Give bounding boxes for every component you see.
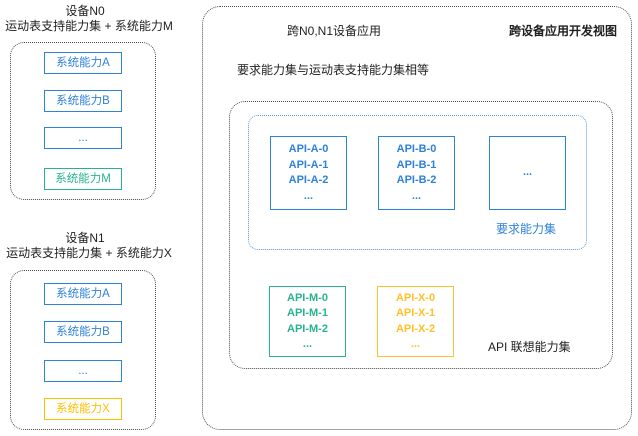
api-union-capability-set-label: API 联想能力集 xyxy=(488,340,571,354)
device-n1-capability-set-box: 系统能力A 系统能力B ... 系统能力X xyxy=(10,270,156,430)
capability-equivalence-note: 要求能力集与运动表支持能力集相等 xyxy=(237,63,430,77)
device-n1-syscap-ellipsis: ... xyxy=(44,360,122,382)
api-group-m: API-M-0 API-M-1 API-M-2 ... xyxy=(269,286,346,357)
device-n0-syscap-ellipsis: ... xyxy=(44,127,122,149)
dev-view-title: 跨设备应用开发视图 xyxy=(508,24,617,38)
api-m-0: API-M-0 xyxy=(287,291,328,304)
device-n0-capability-set-box: 系统能力A 系统能力B ... 系统能力M xyxy=(10,42,156,200)
api-group-a: API-A-0 API-A-1 API-A-2 ... xyxy=(270,136,347,210)
api-capability-container: API-A-0 API-A-1 API-A-2 ... API-B-0 API-… xyxy=(229,101,613,369)
api-group-ellipsis: ... xyxy=(489,136,566,210)
api-m-ellipsis: ... xyxy=(302,338,313,350)
api-a-ellipsis: ... xyxy=(303,189,314,202)
api-x-1: API-X-1 xyxy=(395,307,436,319)
device-n0-syscap-b: 系统能力B xyxy=(44,90,122,112)
device-n1-title: 设备N1 xyxy=(65,231,105,245)
required-capability-set-box: API-A-0 API-A-1 API-A-2 ... API-B-0 API-… xyxy=(248,115,587,250)
api-ellipsis: ... xyxy=(522,166,533,179)
api-b-ellipsis: ... xyxy=(411,189,422,202)
api-b-2: API-B-2 xyxy=(396,174,437,186)
device-n1-subtitle: 运动表支持能力集 + 系统能力X xyxy=(6,246,172,260)
device-n1-syscap-x: 系统能力X xyxy=(44,398,122,420)
api-b-0: API-B-0 xyxy=(396,143,437,155)
api-a-1: API-A-1 xyxy=(288,158,329,171)
device-n0-subtitle: 运动表支持能力集 + 系统能力M xyxy=(5,19,173,33)
device-n0-title: 设备N0 xyxy=(65,4,105,18)
api-group-b: API-B-0 API-B-1 API-B-2 ... xyxy=(378,136,455,210)
api-m-2: API-M-2 xyxy=(287,322,328,335)
api-x-ellipsis: ... xyxy=(410,338,421,350)
api-group-x: API-X-0 API-X-1 API-X-2 ... xyxy=(377,286,454,357)
device-n1-syscap-b: 系统能力B xyxy=(44,321,122,343)
required-capability-set-label: 要求能力集 xyxy=(495,222,556,236)
device-n1-syscap-a: 系统能力A xyxy=(44,283,122,305)
api-m-1: API-M-1 xyxy=(287,307,328,319)
device-n0-syscap-a: 系统能力A xyxy=(44,52,122,74)
api-a-0: API-A-0 xyxy=(288,143,329,155)
api-b-1: API-B-1 xyxy=(396,158,437,171)
api-x-2: API-X-2 xyxy=(395,322,436,335)
api-a-2: API-A-2 xyxy=(288,174,329,186)
cross-device-app-panel: 跨N0,N1设备应用 跨设备应用开发视图 要求能力集与运动表支持能力集相等 AP… xyxy=(202,6,632,430)
cross-device-app-title: 跨N0,N1设备应用 xyxy=(287,24,382,38)
api-x-0: API-X-0 xyxy=(395,291,436,304)
device-n0-syscap-m: 系统能力M xyxy=(44,168,122,190)
